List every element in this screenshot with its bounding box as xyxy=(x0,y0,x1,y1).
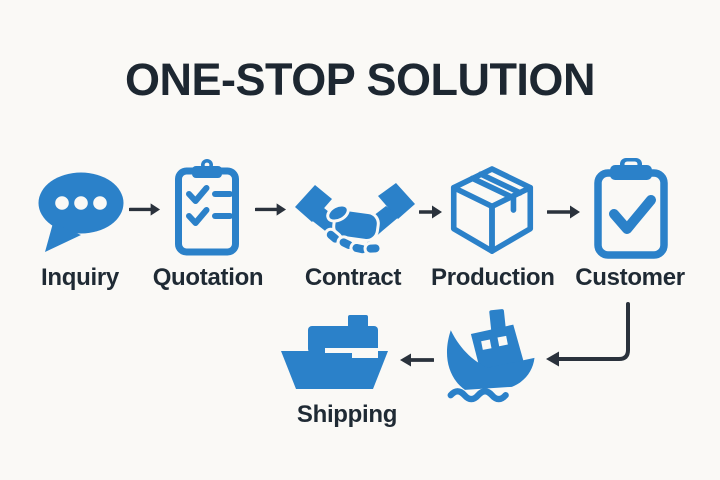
clipboard-checklist-icon xyxy=(174,157,240,257)
arrow-right-icon xyxy=(128,201,161,219)
ship-icon xyxy=(438,306,536,404)
package-box-icon xyxy=(450,164,534,258)
handshake-icon xyxy=(294,177,416,261)
step-label-quotation: Quotation xyxy=(152,264,264,291)
page-title: ONE-STOP SOLUTION xyxy=(125,54,595,105)
arrow-right-icon xyxy=(418,203,443,221)
step-label-contract: Contract xyxy=(304,264,402,291)
step-label-production: Production xyxy=(431,264,555,291)
clipboard-check-icon xyxy=(594,157,668,259)
step-label-inquiry: Inquiry xyxy=(41,264,119,291)
step-label-customer: Customer xyxy=(575,264,685,291)
arrow-right-icon xyxy=(546,203,581,221)
elbow-arrow-down-left-icon xyxy=(544,302,640,368)
cargo-ship-icon xyxy=(281,315,388,391)
step-label-shipping: Shipping xyxy=(296,401,398,428)
speech-bubble-icon xyxy=(38,172,124,254)
arrow-left-icon xyxy=(396,351,435,369)
arrow-right-icon xyxy=(254,201,287,219)
